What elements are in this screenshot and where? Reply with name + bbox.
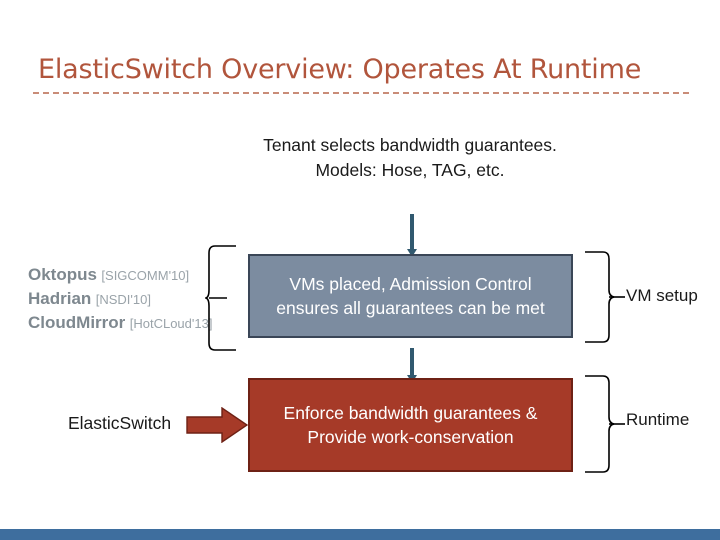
- citation-list: Oktopus [SIGCOMM'10] Hadrian [NSDI'10] C…: [28, 263, 233, 335]
- title-divider: [33, 92, 689, 94]
- citation-reference: [HotCLoud'13]: [129, 316, 213, 331]
- enforce-bandwidth-text: Enforce bandwidth guarantees & Provide w…: [283, 403, 538, 447]
- citation-name: Hadrian: [28, 289, 92, 308]
- citation-name: Oktopus: [28, 265, 97, 284]
- right-block-arrow-icon: [186, 407, 248, 443]
- list-item: Oktopus [SIGCOMM'10]: [28, 263, 233, 287]
- citation-reference: [SIGCOMM'10]: [101, 268, 190, 283]
- right-brace-runtime: [585, 375, 625, 473]
- enforce-bandwidth-box: Enforce bandwidth guarantees & Provide w…: [248, 378, 573, 472]
- list-item: Hadrian [NSDI'10]: [28, 287, 233, 311]
- runtime-label: Runtime: [626, 410, 690, 429]
- list-item: CloudMirror [HotCLoud'13]: [28, 311, 233, 335]
- vm-setup-label: VM setup: [626, 286, 698, 305]
- admission-control-box: VMs placed, Admission Control ensures al…: [248, 254, 573, 338]
- citation-name: CloudMirror: [28, 313, 126, 332]
- citation-reference: [NSDI'10]: [95, 292, 151, 307]
- down-arrow-icon-admission-to-enforce: [410, 348, 414, 376]
- left-brace-citations: [205, 245, 236, 351]
- page-title: ElasticSwitch Overview: Operates At Runt…: [38, 54, 642, 85]
- down-arrow-icon-tenant-to-admission: [410, 214, 414, 250]
- right-brace-vm-setup: [585, 251, 625, 343]
- elasticswitch-label: ElasticSwitch: [68, 413, 172, 433]
- bottom-accent-bar: [0, 529, 720, 540]
- admission-control-text: VMs placed, Admission Control ensures al…: [276, 274, 545, 318]
- tenant-caption-text: Tenant selects bandwidth guarantees. Mod…: [263, 135, 557, 180]
